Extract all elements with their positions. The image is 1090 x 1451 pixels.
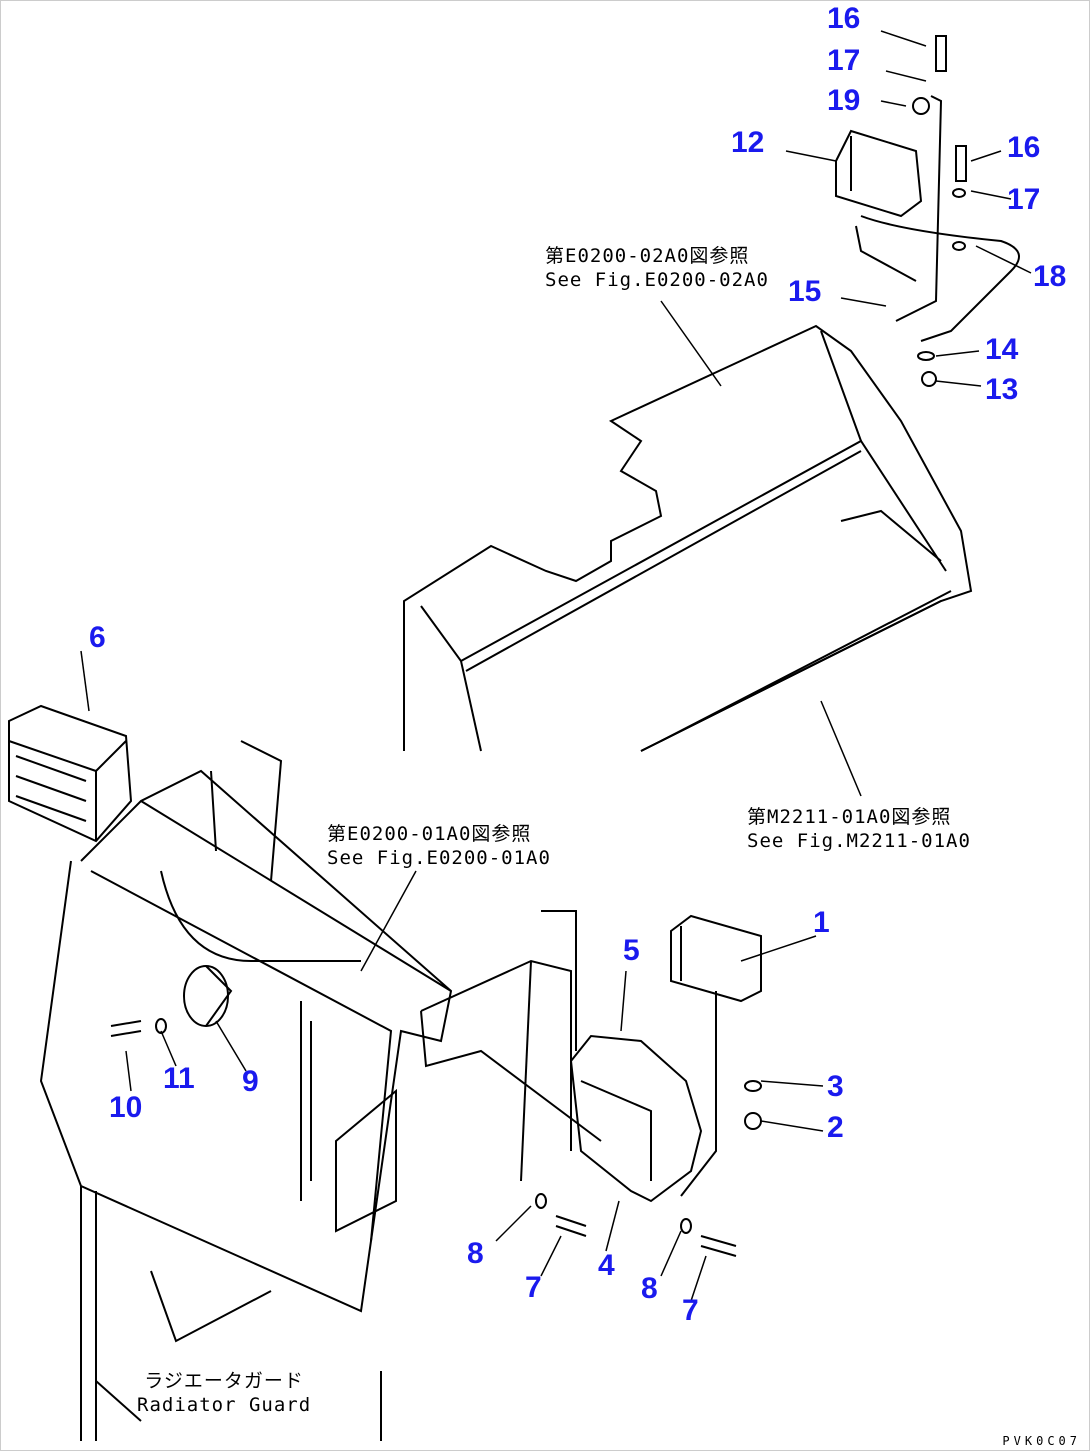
lamp-6-drawing <box>8 704 133 843</box>
callout-12: 12 <box>731 126 765 159</box>
horn-9-drawing <box>110 965 233 1037</box>
callout-7: 7 <box>525 1271 542 1304</box>
callout-17: 17 <box>1007 183 1041 216</box>
callout-5: 5 <box>623 934 640 967</box>
drawing-code: PVK0C07 <box>1002 1434 1081 1448</box>
headlamp-12-drawing <box>835 35 1020 387</box>
leader-lines <box>80 30 1032 1302</box>
cab-roof-frame <box>403 324 973 752</box>
callout-8: 8 <box>467 1237 484 1270</box>
callout-16: 16 <box>1007 131 1041 164</box>
callout-13: 13 <box>985 373 1019 406</box>
callout-4: 4 <box>598 1249 615 1282</box>
callout-7: 7 <box>682 1294 699 1327</box>
callout-18: 18 <box>1033 260 1067 293</box>
cab-front-frame <box>39 740 453 1441</box>
callout-10: 10 <box>109 1091 143 1124</box>
callout-6: 6 <box>89 621 106 654</box>
callout-11: 11 <box>163 1062 195 1095</box>
callout-15: 15 <box>788 275 822 308</box>
callout-19: 19 <box>827 84 861 117</box>
callout-17: 17 <box>827 44 861 77</box>
lamp-bracket-drawing <box>420 910 762 1257</box>
callout-2: 2 <box>827 1111 844 1144</box>
callout-16: 16 <box>827 2 861 35</box>
callout-14: 14 <box>985 333 1019 366</box>
callout-8: 8 <box>641 1272 658 1305</box>
callout-9: 9 <box>242 1065 259 1098</box>
callout-3: 3 <box>827 1070 844 1103</box>
callout-1: 1 <box>813 906 830 939</box>
